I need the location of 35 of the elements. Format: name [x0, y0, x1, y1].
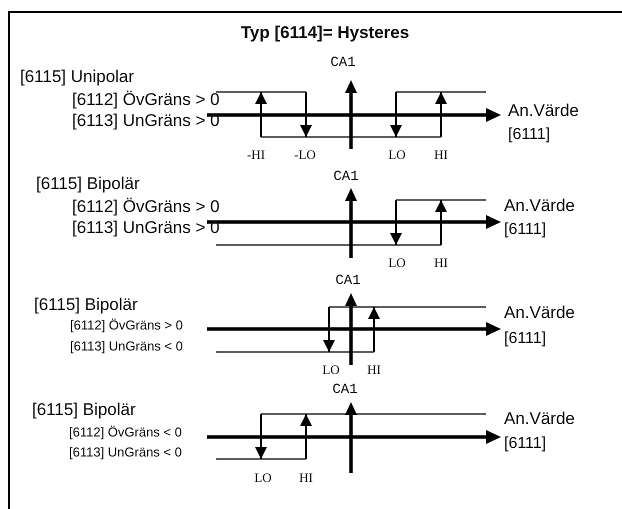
mode-label: [6115] Bipolär — [34, 295, 138, 315]
axis-label: An.Värde — [504, 409, 575, 429]
parameter-label: [6112] ÖvGräns > 0 — [72, 90, 220, 110]
diagram-title: Typ [6114]= Hysteres — [240, 23, 410, 43]
axis-label: CA1 — [332, 382, 358, 398]
parameter-label: [6113] UnGräns < 0 — [69, 444, 182, 460]
tick-label: HI — [299, 470, 313, 486]
tick-label: LO — [254, 470, 272, 486]
parameter-code: [6111] — [504, 435, 546, 453]
axis-label: An.Värde — [508, 101, 579, 121]
tick-label: LO — [388, 255, 406, 271]
axis-label: CA1 — [333, 169, 359, 185]
tick-label: -LO — [294, 147, 316, 163]
tick-label: HI — [434, 255, 448, 271]
parameter-code: [6111] — [504, 221, 546, 239]
parameter-label: [6113] UnGräns < 0 — [70, 338, 183, 354]
mode-label: [6115] Bipolär — [32, 400, 136, 420]
parameter-label: [6112] ÖvGräns < 0 — [69, 424, 182, 440]
parameter-label: [6112] ÖvGräns > 0 — [70, 318, 183, 332]
axis-label: An.Värde — [504, 196, 575, 216]
tick-label: HI — [367, 362, 381, 378]
tick-label: LO — [388, 147, 406, 163]
axis-label: CA1 — [335, 273, 361, 289]
parameter-label: [6112] ÖvGräns > 0 — [72, 197, 220, 217]
axis-label: CA1 — [330, 55, 356, 71]
tick-label: -HI — [246, 147, 266, 163]
tick-label: LO — [322, 362, 340, 378]
parameter-code: [6111] — [504, 330, 546, 348]
mode-label: [6115] Unipolar — [20, 67, 134, 87]
parameter-code: [6111] — [508, 126, 550, 144]
axis-label: An.Värde — [504, 303, 575, 323]
parameter-label: [6113] UnGräns > 0 — [72, 218, 220, 238]
parameter-label: [6113] UnGräns > 0 — [72, 111, 220, 131]
mode-label: [6115] Bipolär — [36, 174, 140, 194]
tick-label: HI — [434, 147, 448, 163]
